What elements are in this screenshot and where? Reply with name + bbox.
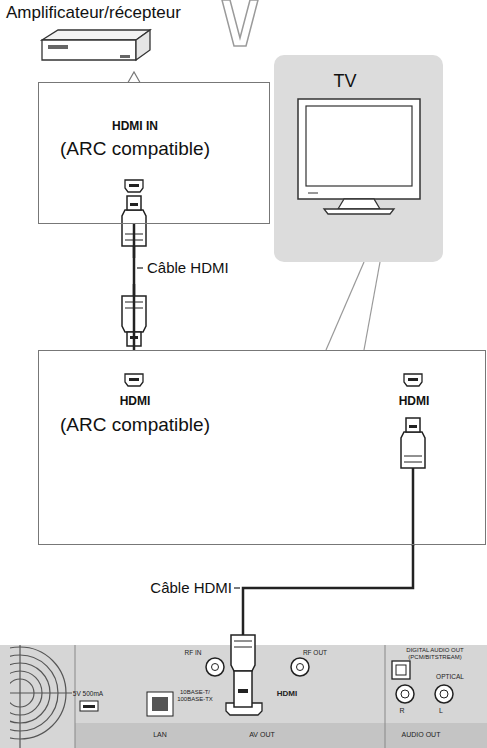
port-text: HDMI	[277, 689, 297, 698]
port-text: (ARC compatible)	[60, 138, 210, 160]
hdmi-cable	[243, 545, 413, 645]
port-text: (ARC compatible)	[60, 414, 210, 436]
cable-label: Câble HDMI	[146, 259, 230, 276]
port-text: LAN	[153, 731, 167, 739]
tv-connector-box: HDMI (ARC compatible) HDMI	[38, 350, 486, 545]
port-text: RF IN	[185, 649, 202, 656]
recorder-panel: 5V 500mA LAN 10BASE-T/ 100BASE-TX RF IN RF O…	[0, 645, 487, 748]
hdmi-cable	[133, 224, 136, 350]
port-text: RF OUT	[303, 649, 327, 656]
port-text: 5V 500mA	[73, 690, 103, 697]
port-text: HDMI	[399, 395, 430, 409]
port-text: R	[399, 707, 404, 715]
port-text: OPTICAL	[436, 673, 464, 680]
device-label: Amplificateur/récepteur	[6, 3, 181, 23]
port-text: HDMI	[120, 395, 151, 409]
port-text: AV OUT	[249, 731, 275, 739]
device-box: HDMI IN (ARC compatible)	[38, 82, 270, 224]
callout-line	[326, 262, 364, 350]
port-text: HDMI IN	[112, 120, 158, 134]
tv-icon	[274, 55, 443, 262]
tv-panel: TV	[274, 55, 443, 262]
port-text: DIGITAL AUDIO OUT (PCM/BITSTREAM)	[388, 647, 483, 661]
port-text: TV	[333, 71, 356, 92]
port-text: 10BASE-T/ 100BASE-TX	[177, 689, 213, 703]
port-text: L	[439, 707, 443, 715]
cable-label: Câble HDMI	[149, 579, 233, 596]
port-text: AUDIO OUT	[402, 731, 441, 739]
